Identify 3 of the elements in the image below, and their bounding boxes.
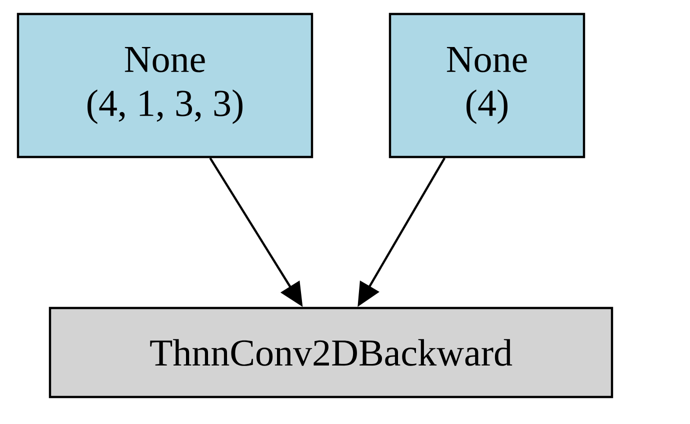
input-box: None (4, 1, 3, 3) [16, 12, 314, 158]
input-box: None (4) [388, 12, 586, 158]
operation-box: ThnnConv2DBackward [48, 306, 614, 398]
